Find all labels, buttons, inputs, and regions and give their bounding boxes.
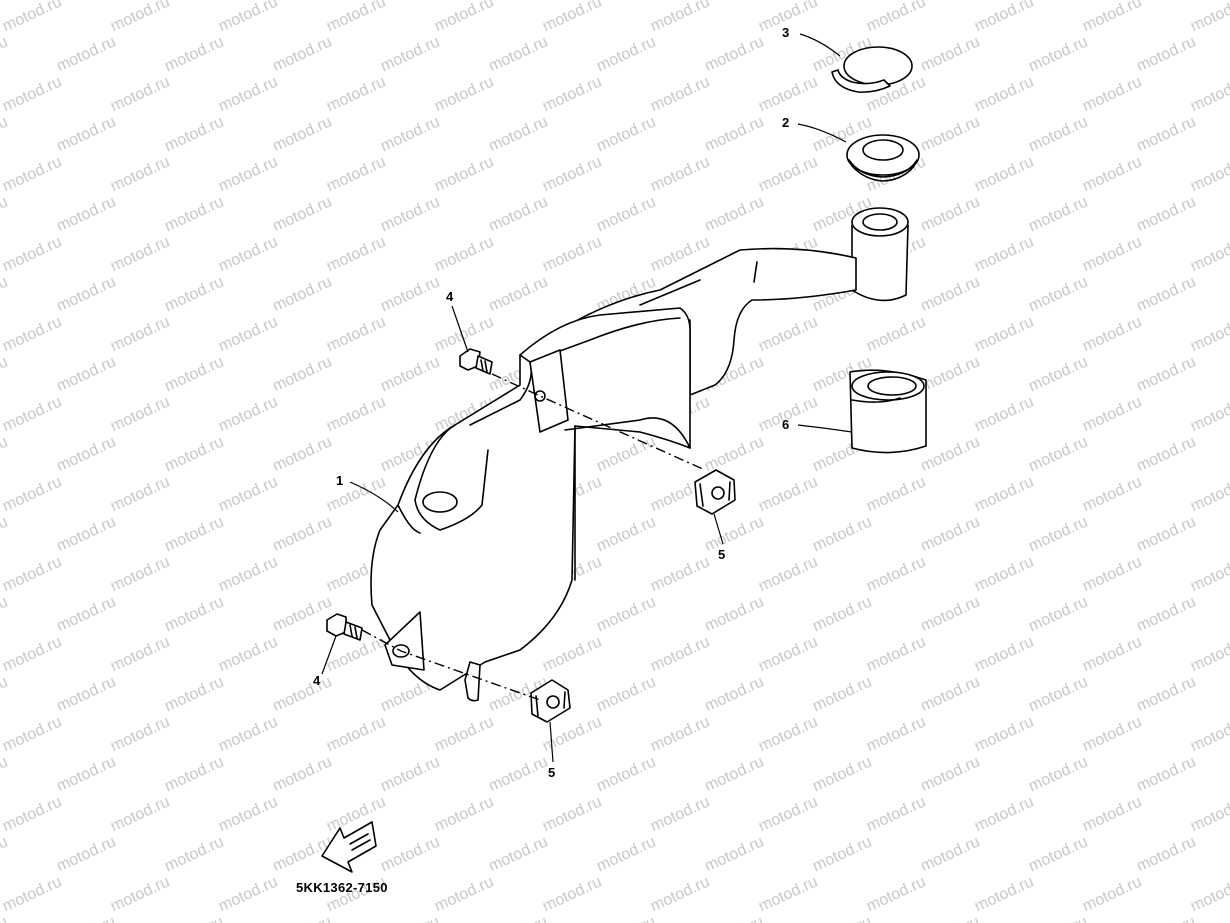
callout-label-5-top: 5	[718, 547, 726, 562]
mounting-bolt-upper	[459, 348, 493, 375]
callout-label-5-bottom: 5	[548, 765, 556, 780]
callout-label-4-bottom: 4	[313, 673, 321, 688]
callout-label-4-top: 4	[446, 289, 454, 304]
reservoir-cap	[831, 46, 913, 93]
mounting-bolt-lower	[326, 613, 363, 641]
callout-label-2: 2	[782, 115, 790, 130]
callout-label-1: 1	[336, 473, 344, 488]
assembly-center-lines	[361, 373, 706, 701]
front-direction-arrow-icon	[321, 821, 377, 873]
callout-label-6: 6	[782, 417, 790, 432]
callout-label-3: 3	[782, 25, 790, 40]
coolant-reservoir-tank	[370, 207, 909, 702]
callout-leader-lines	[321, 33, 853, 763]
part-code: 5KK1362-7150	[296, 880, 388, 895]
cap-seal-ring	[846, 134, 920, 182]
clip-nut-lower	[530, 679, 571, 723]
reservoir-mount-band	[849, 369, 927, 454]
clip-nut-upper	[694, 469, 736, 515]
